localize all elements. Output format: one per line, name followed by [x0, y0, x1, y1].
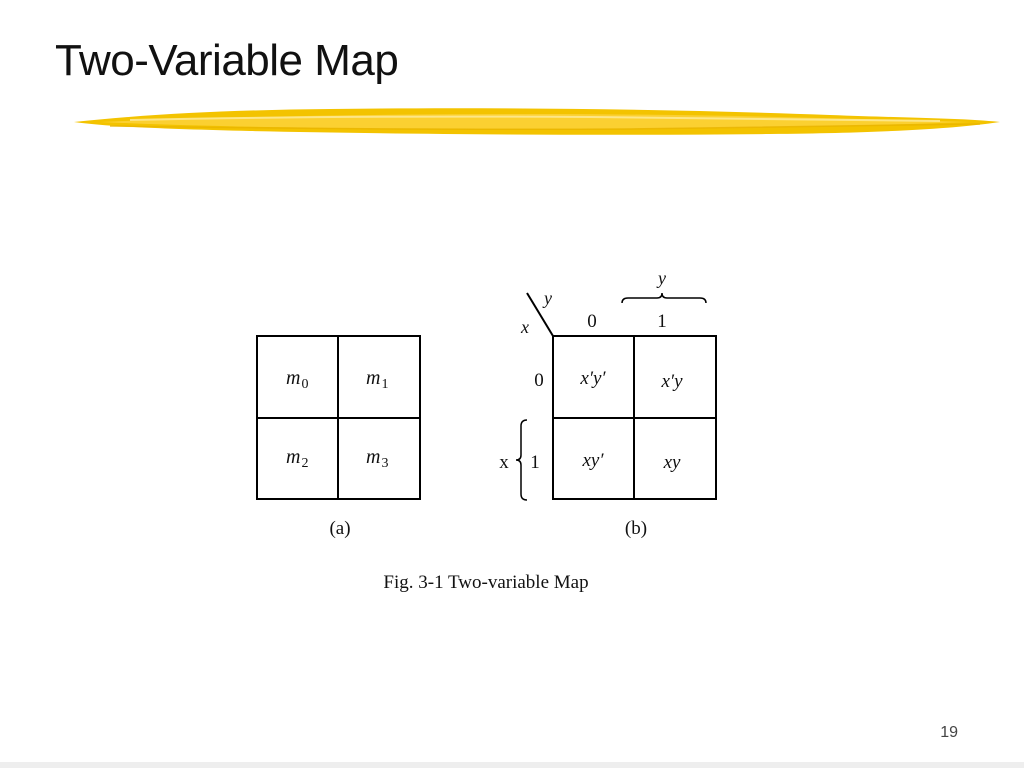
- map-b-column-group-label: y: [656, 268, 666, 288]
- figure-caption: Fig. 3-1 Two-variable Map: [383, 572, 588, 593]
- map-b-column-header-1: 1: [657, 311, 667, 332]
- page-number: 19: [940, 724, 958, 741]
- map-b-column-header-0: 0: [587, 311, 597, 332]
- map-a-cell-m2: m2: [286, 446, 308, 471]
- map-a-caption: (a): [329, 518, 350, 539]
- map-b-corner-x-label: x: [520, 317, 529, 337]
- map-b-row-header-1: 1: [530, 452, 540, 473]
- map-a: m0 m1 m2 m3 (a): [256, 335, 421, 539]
- map-a-cell-m0: m0: [286, 367, 308, 392]
- map-b-row-header-0: 0: [534, 370, 544, 391]
- map-b-cell-11: xy: [663, 452, 681, 473]
- map-b-column-bracket: [621, 292, 707, 304]
- slide-title: Two-Variable Map: [55, 36, 399, 85]
- map-a-cell-m3: m3: [366, 446, 388, 471]
- map-b-cell-01: x′y: [660, 371, 683, 392]
- map-b-row-group-label: x: [499, 452, 509, 473]
- map-a-cell-m1: m1: [366, 367, 388, 392]
- map-b-cell-00: x′y′: [579, 368, 606, 389]
- map-b-corner-y-label: y: [542, 288, 552, 308]
- map-b-corner-diagonal: [526, 292, 554, 337]
- title-underline: [74, 108, 1000, 135]
- bottom-strip: [0, 762, 1024, 768]
- map-b-caption: (b): [625, 518, 647, 539]
- map-b: y x y 0 1 0 1 x x′y′ x′y xy′ xy (b): [499, 268, 717, 539]
- map-b-row-bracket: [515, 419, 528, 501]
- map-b-cell-10: xy′: [581, 450, 604, 471]
